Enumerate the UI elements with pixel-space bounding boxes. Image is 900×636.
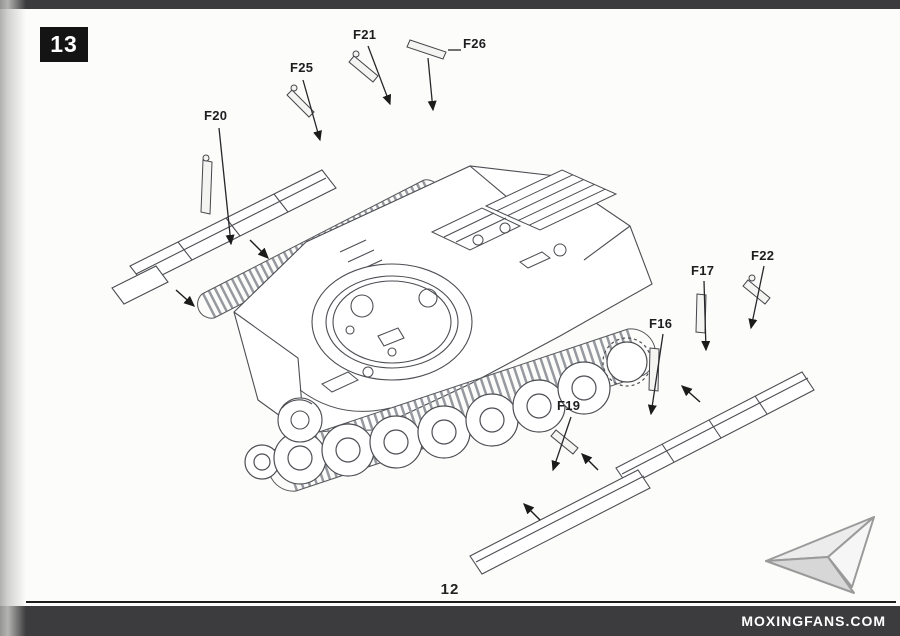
- footer-rule: [26, 601, 896, 603]
- hull-details: [299, 222, 567, 412]
- leader-f21: [367, 45, 392, 106]
- page-number: 12: [440, 581, 460, 598]
- fender-lower-right: [469, 371, 815, 575]
- fender-upper-left: [111, 169, 337, 305]
- leader-f20: [218, 127, 235, 246]
- callout-parts: [200, 39, 771, 455]
- part-callout-f17: F17: [691, 263, 715, 278]
- bottom-border-band: MOXINGFANS.COM: [0, 606, 900, 636]
- leader-f26-arrow: [427, 57, 437, 112]
- part-f21-shape: [348, 55, 379, 83]
- leader-f16: [647, 333, 664, 416]
- part-f25-shape: [286, 89, 315, 118]
- part-callout-f19: F19: [557, 398, 581, 413]
- watermark-text: MOXINGFANS.COM: [741, 613, 886, 629]
- assembly-arrows: [175, 239, 701, 521]
- leader-f19: [551, 416, 572, 472]
- part-callout-f22: F22: [751, 248, 775, 263]
- engine-deck-grilles: [430, 169, 618, 251]
- callout-leaders: [218, 45, 765, 472]
- leader-f22: [748, 265, 765, 330]
- part-callout-f25: F25: [290, 60, 314, 75]
- part-callout-f16: F16: [649, 316, 673, 331]
- top-border-band: [0, 0, 900, 9]
- part-f26-shape: [406, 39, 447, 60]
- part-f20-shape: [200, 159, 213, 215]
- part-f19-shape: [550, 429, 579, 455]
- part-callout-f21: F21: [353, 27, 377, 42]
- step-number-badge: 13: [40, 27, 88, 62]
- turret-ring: [311, 263, 473, 381]
- road-wheels: [244, 337, 652, 485]
- part-callout-f26: F26: [463, 36, 487, 51]
- part-f22-shape: [742, 279, 771, 305]
- part-callout-f20: F20: [204, 108, 228, 123]
- paper-airplane-logo: [765, 516, 875, 594]
- leader-f25: [302, 79, 322, 142]
- transmission-cover: [277, 397, 323, 443]
- step-number: 13: [50, 31, 78, 57]
- leader-f17: [701, 280, 711, 352]
